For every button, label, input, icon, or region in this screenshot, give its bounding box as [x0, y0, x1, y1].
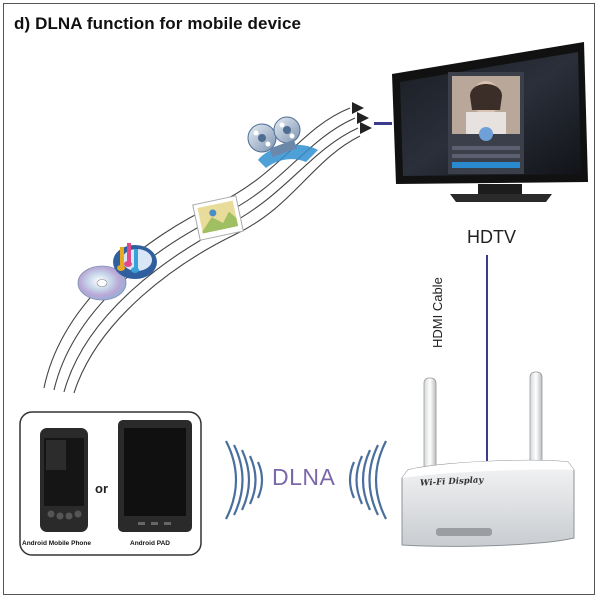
tv-input-connector [374, 122, 392, 125]
diagram-frame [3, 3, 595, 595]
photo-icon [192, 195, 244, 241]
tv-icon [392, 42, 588, 202]
or-label: or [95, 481, 108, 496]
dlna-label: DLNA [272, 464, 336, 490]
music-notes-icon [113, 243, 157, 279]
hdmi-cable-label: HDMI Cable [430, 277, 445, 348]
phone-caption: Android Mobile Phone [22, 540, 91, 547]
tablet-icon [118, 420, 192, 532]
diagram-title: d) DLNA function for mobile device [14, 14, 302, 33]
cd-icon [77, 265, 127, 301]
film-reel-icon [247, 116, 318, 168]
pad-caption: Android PAD [130, 540, 170, 547]
wifi-waves-icon [225, 440, 387, 520]
stream-arrowheads [352, 102, 372, 134]
phone-icon [40, 428, 88, 532]
hdtv-label: HDTV [467, 227, 516, 247]
router-icon [401, 371, 575, 547]
